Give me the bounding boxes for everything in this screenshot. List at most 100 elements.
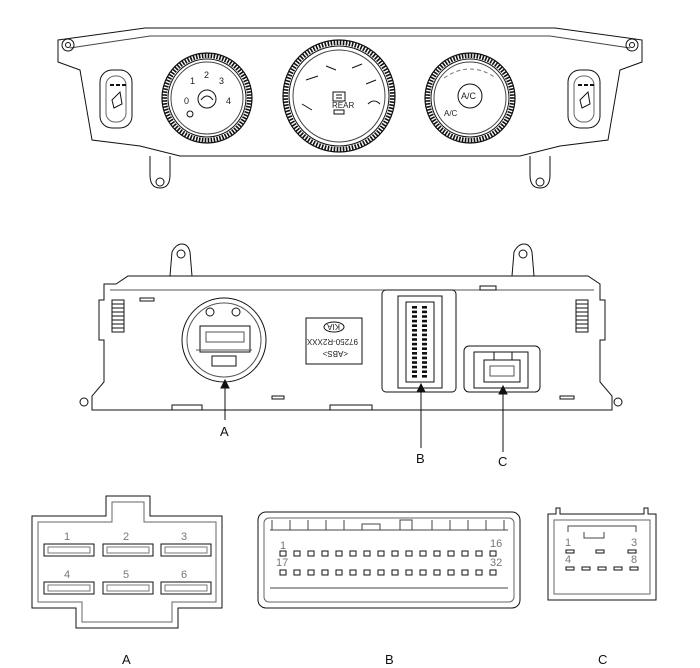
recirculation-icon <box>200 95 214 101</box>
knurl-tooth <box>384 117 390 122</box>
knurl-tooth <box>192 54 196 61</box>
terminal-slot <box>43 581 95 595</box>
knurl-tooth <box>284 82 290 86</box>
pin <box>412 365 417 369</box>
connector-a-terminals <box>43 543 212 595</box>
pin <box>433 569 441 576</box>
knurl-tooth <box>431 118 437 123</box>
knurl-tooth <box>293 125 299 130</box>
knurl-tooth <box>235 66 240 71</box>
pin <box>279 569 287 576</box>
knurl-tooth <box>385 115 391 119</box>
knurl-tooth <box>435 123 440 128</box>
knurl-tooth <box>172 68 177 73</box>
knurl-tooth <box>246 102 252 106</box>
knurl-tooth <box>388 106 394 110</box>
knurl-tooth <box>240 73 246 78</box>
pin <box>565 566 575 571</box>
dial-number: 3 <box>219 76 224 86</box>
knurl-tooth <box>218 135 222 142</box>
pin <box>405 569 413 576</box>
pin <box>447 569 455 576</box>
knurl-tooth <box>221 55 225 62</box>
knurl-tooth <box>481 135 485 142</box>
knurl-tooth <box>315 44 319 50</box>
knurl-tooth <box>295 127 301 133</box>
knurl-tooth <box>428 78 434 83</box>
knurl-tooth <box>379 62 385 67</box>
mode-dial-icons <box>301 63 381 115</box>
knurl-tooth <box>435 68 440 73</box>
knurl-tooth <box>327 40 330 47</box>
temperature-knob <box>424 52 516 144</box>
sticker-logo-text: KIA <box>326 322 340 331</box>
connector-b-pin-label: 1 <box>280 540 286 552</box>
knurl-tooth <box>245 108 251 112</box>
knurl-tooth <box>201 53 204 59</box>
knurl-tooth <box>481 54 485 61</box>
knurl-tooth <box>503 118 509 123</box>
pin <box>321 569 329 576</box>
knurl-tooth <box>201 137 204 143</box>
knurl-tooth <box>327 145 330 152</box>
knurl-tooth <box>389 101 395 104</box>
knurl-tooth <box>245 87 252 91</box>
connector-a-pin-label: 1 <box>64 531 70 543</box>
knurl-tooth <box>240 118 246 123</box>
rear-defrost-icon <box>332 91 346 102</box>
knurl-tooth <box>285 112 292 116</box>
connector-b-pin-label: 32 <box>490 557 502 569</box>
terminal-contact <box>106 546 150 554</box>
knurl-tooth <box>210 53 213 59</box>
knurl-tooth <box>428 113 434 118</box>
knurl-tooth <box>381 122 387 127</box>
knurl-tooth <box>317 143 322 149</box>
knurl-tooth <box>323 145 327 151</box>
knurl-tooth <box>384 70 390 75</box>
connector-b-face <box>257 511 521 609</box>
knurl-tooth <box>186 133 191 139</box>
knurl-tooth <box>377 59 383 65</box>
pin <box>335 569 343 576</box>
knurl-tooth <box>364 139 369 145</box>
connector-c-housing <box>463 345 541 393</box>
knurl-tooth <box>461 53 464 59</box>
knurl-tooth <box>458 136 462 142</box>
knurl-tooth <box>388 82 394 86</box>
knurl-tooth <box>498 125 503 130</box>
pin <box>391 550 399 557</box>
pin <box>349 550 357 557</box>
pin <box>627 549 637 554</box>
indicator-led <box>333 109 345 115</box>
pin <box>419 550 427 557</box>
knurl-tooth <box>446 58 451 64</box>
knurl-tooth <box>353 42 358 48</box>
knurl-tooth <box>461 137 464 143</box>
knurl-tooth <box>389 88 395 91</box>
rear-housing <box>79 243 623 411</box>
knurl-tooth <box>387 79 393 83</box>
pin <box>279 550 287 557</box>
knurl-tooth <box>351 41 355 47</box>
knurl-tooth <box>503 73 509 78</box>
knurl-tooth <box>163 84 169 88</box>
pin <box>595 549 605 554</box>
pin <box>412 352 417 355</box>
pin <box>461 550 469 557</box>
fan-speed-knob <box>161 52 253 144</box>
knurl-tooth <box>452 55 456 62</box>
floor-icon <box>351 63 363 69</box>
knurl-tooth <box>287 115 293 119</box>
knurl-tooth <box>386 76 393 80</box>
callout-c-label: C <box>498 454 507 469</box>
knob-inner-ring <box>430 58 510 138</box>
pin <box>422 361 427 364</box>
knurl-tooth <box>507 110 513 115</box>
knurl-tooth <box>458 54 462 60</box>
knurl-tooth <box>369 51 374 57</box>
knurl-tooth <box>431 73 437 78</box>
knurl-tooth <box>218 54 222 61</box>
pin <box>422 365 427 369</box>
sticker-part-number: 97250-R2XXX <box>306 337 358 346</box>
knurl-tooth <box>223 57 228 63</box>
